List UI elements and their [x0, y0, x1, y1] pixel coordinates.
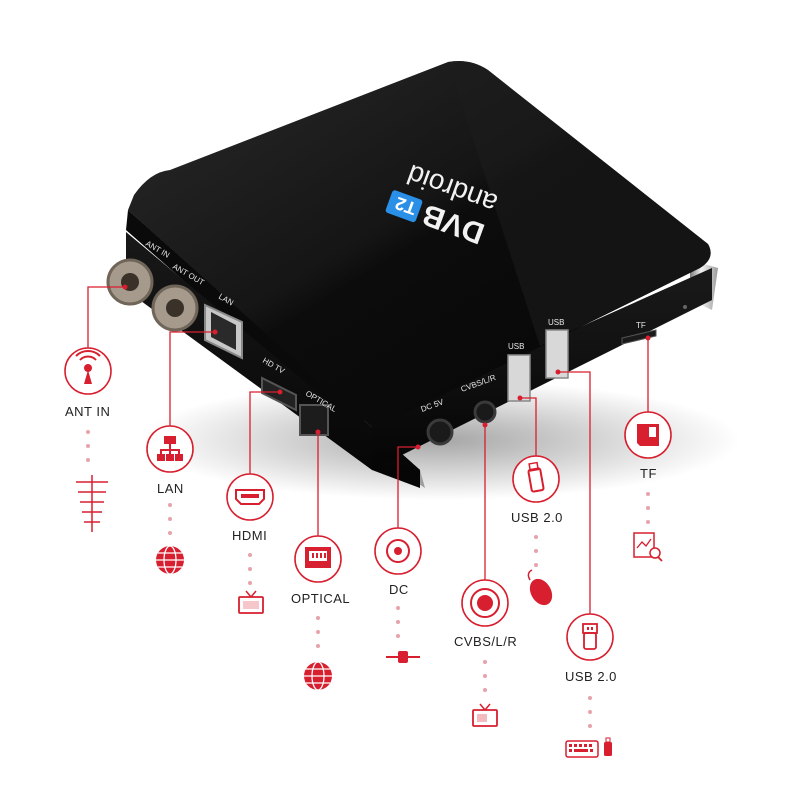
circle-usb-front	[512, 455, 560, 503]
dc-port	[426, 418, 454, 446]
callout-label-lan: LAN	[157, 481, 184, 496]
device-front-face	[372, 268, 712, 470]
cvbs-port	[473, 400, 497, 424]
antenna-signal-icon	[75, 350, 101, 384]
callout-label-hdmi: HDMI	[232, 528, 268, 543]
sd-card-icon	[637, 424, 659, 446]
mouse-icon	[527, 569, 553, 606]
callout-label-usb-front: USB 2.0	[511, 510, 563, 525]
av-jack-icon	[470, 588, 500, 618]
tv-icon	[238, 590, 264, 614]
document-chart-icon	[633, 532, 663, 562]
line-dc	[397, 446, 418, 528]
line-lan	[169, 331, 215, 426]
tv-box-device: DVB T2 android ANT IN ANT OUT LAN HD TV …	[106, 61, 740, 500]
circle-usb-side	[566, 613, 614, 661]
optical-port-icon	[305, 547, 331, 568]
device-top-highlight	[448, 61, 711, 346]
device-label-tf: TF	[636, 321, 646, 330]
callout-lines	[87, 286, 649, 614]
device-label-usb-2: USB	[548, 318, 564, 327]
lan-port-inner	[211, 312, 236, 350]
tf-slot	[621, 329, 657, 345]
callout-label-usb-side: USB 2.0	[565, 669, 617, 684]
device-label-usb-1: USB	[508, 342, 524, 351]
usb-port-side	[545, 329, 569, 379]
usb-symbol-icon	[582, 623, 598, 650]
callout-label-cvbs: CVBS/L/R	[454, 634, 518, 649]
tv-antenna-icon	[76, 475, 108, 532]
callout-label-ant-in: ANT IN	[65, 404, 111, 419]
line-endpoints	[122, 284, 651, 450]
device-left-face	[126, 210, 420, 488]
dotted-connectors	[86, 430, 650, 728]
ir-sensor	[683, 305, 687, 309]
globe-icon	[304, 661, 332, 691]
network-icon	[157, 436, 183, 461]
line-usb-front	[520, 397, 537, 456]
power-plug-icon	[386, 651, 420, 663]
callout-label-optical: OPTICAL	[291, 591, 351, 606]
optical-port	[299, 404, 329, 436]
callout-label-dc: DC	[389, 582, 409, 597]
globe-icon	[156, 545, 184, 575]
logo-badge-box	[385, 190, 423, 223]
keyboard-icon	[565, 737, 612, 758]
line-hdmi	[249, 391, 280, 474]
usb-drive-icon	[527, 461, 545, 493]
hdmi-port-icon	[235, 489, 265, 505]
power-jack-icon	[386, 539, 410, 563]
ant-out-port-center	[166, 299, 184, 317]
callout-label-tf: TF	[640, 466, 657, 481]
usb-port-front	[507, 354, 531, 402]
line-ant-in	[87, 286, 125, 348]
line-usb-side	[558, 371, 591, 614]
tv-icon	[472, 703, 498, 727]
